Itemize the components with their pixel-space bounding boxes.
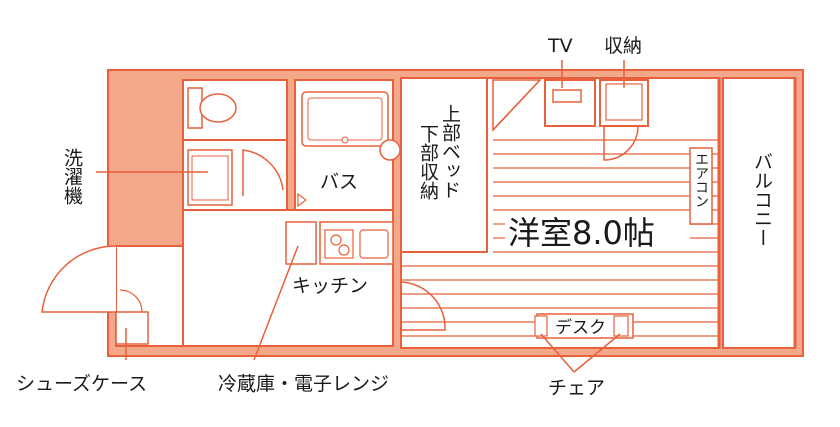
shoe-case xyxy=(115,311,149,345)
balcony-label: バルコニー xyxy=(751,152,773,247)
storage-label: 収納 xyxy=(604,35,642,57)
shoe-case-door xyxy=(119,289,143,313)
loft-bed-box xyxy=(400,77,488,253)
burner-1 xyxy=(330,234,342,246)
chair-left xyxy=(534,315,548,337)
closet-door xyxy=(603,125,639,161)
bath-drain xyxy=(341,136,349,144)
washroom-door xyxy=(242,149,284,196)
toilet-bowl xyxy=(199,93,237,123)
leader-lines xyxy=(96,60,625,373)
sink xyxy=(359,229,389,259)
bathtub-inner xyxy=(307,97,383,141)
balcony xyxy=(722,77,796,349)
tv-stand xyxy=(544,79,596,127)
chair-label: チェア xyxy=(548,377,605,399)
bath-label: バス xyxy=(320,171,358,193)
main-room-label: 洋室8.0帖 xyxy=(508,214,655,252)
tv-label: TV xyxy=(547,35,573,57)
kitchen-label: キッチン xyxy=(292,275,368,297)
aircon-label: エアコン xyxy=(693,152,709,208)
tv xyxy=(552,89,582,103)
bath-door-marker xyxy=(297,192,307,208)
bath-basin xyxy=(379,139,401,161)
aircon-unit xyxy=(689,147,713,225)
desk-label: デスク xyxy=(555,317,606,338)
burner-2 xyxy=(338,244,350,256)
fridge-microwave-label: 冷蔵庫・電子レンジ xyxy=(218,373,389,395)
loft-bed-label: 上部ベッド下部収納 xyxy=(417,104,461,200)
closet-inner xyxy=(605,83,643,121)
washing-machine-label: 洗濯機 xyxy=(61,148,83,205)
kitchen-room-door xyxy=(400,281,446,331)
chair-right xyxy=(613,315,629,337)
fridge-microwave-box xyxy=(285,221,317,265)
entrance-door xyxy=(41,245,117,313)
washing-machine-inner xyxy=(191,155,229,201)
door-leaf xyxy=(492,79,541,131)
shoe-case-label: シューズケース xyxy=(16,373,147,395)
